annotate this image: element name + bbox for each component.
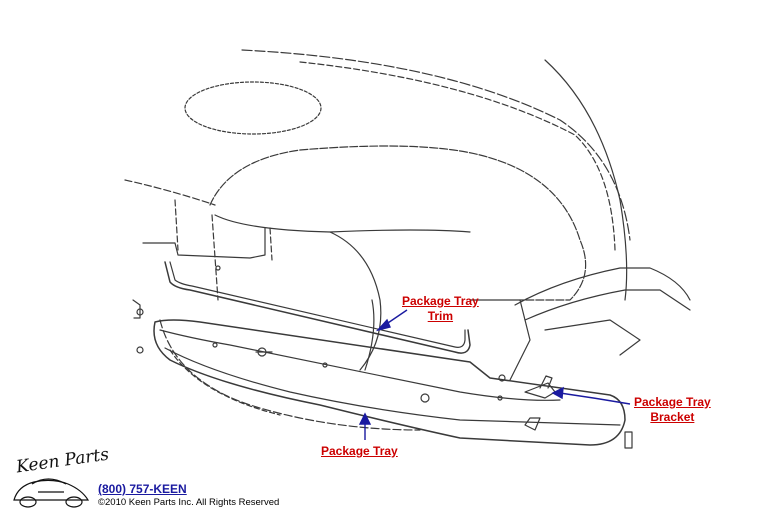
screw-hole-4	[215, 265, 221, 271]
dash-top-line-2	[299, 61, 616, 251]
copyright-text: ©2010 Keen Parts Inc. All Rights Reserve…	[98, 497, 280, 508]
package-tray-bracket-label-line-1: Package Tray	[634, 395, 711, 409]
tray-arrow-head	[358, 412, 372, 425]
clip-1	[132, 299, 141, 319]
dash-right-frame-2	[524, 289, 691, 321]
dash-lower-curve	[159, 319, 421, 431]
dash-speaker-oval	[184, 81, 322, 135]
cluster-hood-inner	[214, 214, 471, 233]
package-tray-bracket-label-line-2: Bracket	[650, 410, 695, 424]
package-tray-front	[164, 347, 621, 426]
bracket-arrow-head	[551, 386, 564, 400]
package-tray-trim-label-line-2: Trim	[427, 309, 454, 323]
cluster-hood	[209, 145, 587, 301]
dash-left-edge	[124, 179, 216, 206]
package-tray-bracket-label[interactable]: Package Tray Bracket	[634, 395, 711, 425]
fastener-5	[498, 374, 506, 382]
package-tray-lip	[159, 329, 561, 401]
windshield-edge	[544, 59, 628, 301]
fastener-4	[420, 393, 430, 403]
bracket-right	[624, 431, 633, 449]
dash-left-face	[174, 199, 273, 301]
bracket-tab	[142, 227, 266, 259]
bracket-arrow-line	[559, 392, 631, 405]
screw-hole-3	[497, 395, 503, 401]
screw-hole-2	[322, 362, 328, 368]
phone-link[interactable]: (800) 757-KEEN	[98, 482, 187, 496]
package-tray-label[interactable]: Package Tray	[321, 444, 398, 458]
trim-arrow-head	[375, 318, 391, 332]
package-tray-trim-label[interactable]: Package Tray Trim	[402, 294, 479, 324]
package-tray-trim-inner	[169, 261, 466, 348]
screw-hole-1	[212, 342, 218, 348]
package-tray-trim	[164, 261, 471, 354]
dash-top-line	[241, 49, 631, 241]
package-tray-trim-label-line-1: Package Tray	[402, 294, 479, 308]
fastener-2	[136, 346, 144, 354]
bracket-clip	[524, 417, 541, 431]
package-tray	[153, 319, 626, 446]
dash-right-block	[544, 319, 641, 356]
package-tray-bracket	[524, 375, 556, 399]
logo-car-icon	[13, 478, 90, 508]
dash-lower-curve-2	[169, 349, 281, 416]
cluster-hood-lower	[329, 231, 382, 371]
dash-right-frame	[514, 267, 691, 306]
